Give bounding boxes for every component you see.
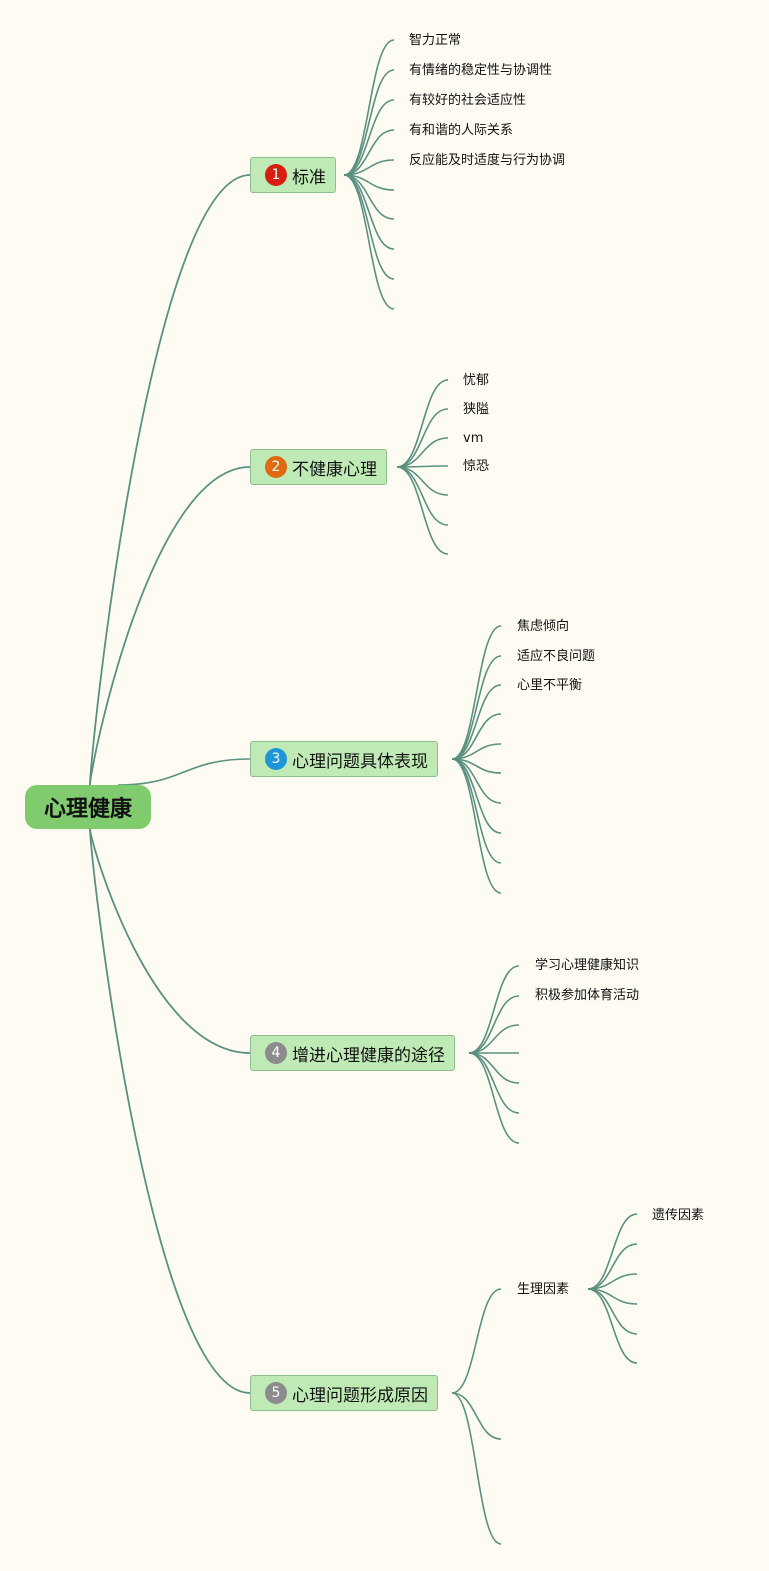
- priority-2-icon: 2: [265, 456, 287, 478]
- branch-topic-label: 标准: [292, 167, 326, 188]
- subtopic-label[interactable]: 有较好的社会适应性: [409, 93, 527, 108]
- subtopic-label[interactable]: 遗传因素: [652, 1208, 705, 1223]
- subtopic-connector: [343, 39, 395, 176]
- subtopic-connector: [451, 713, 502, 760]
- subtopic-label[interactable]: 心里不平衡: [517, 678, 583, 693]
- subtopic-label[interactable]: 狭隘: [463, 402, 490, 417]
- subtopic-label[interactable]: 有情绪的稳定性与协调性: [409, 63, 553, 78]
- branch-topic-causes[interactable]: 5 心理问题形成原因: [250, 1375, 438, 1411]
- subtopic-connector: [587, 1288, 638, 1364]
- subtopic-connector: [451, 655, 502, 760]
- priority-5-icon: 5: [265, 1382, 287, 1404]
- subtopic-connector: [451, 1392, 502, 1440]
- subtopic-connector: [396, 437, 449, 468]
- branch-topic-label: 不健康心理: [292, 459, 377, 480]
- subtopic-connector: [451, 684, 502, 760]
- root-connector: [89, 828, 251, 1394]
- subtopic-label[interactable]: 忧郁: [463, 373, 490, 388]
- subtopic-connector: [451, 625, 502, 760]
- subtopic-connector: [451, 1392, 502, 1545]
- root-connector: [117, 758, 251, 786]
- subtopic-connector: [343, 174, 395, 310]
- subtopic-connector: [451, 758, 502, 894]
- subtopic-connector: [468, 995, 520, 1054]
- root-topic[interactable]: 心理健康: [25, 785, 151, 829]
- root-connector: [89, 466, 251, 786]
- subtopic-connector: [587, 1213, 638, 1290]
- subtopic-connector: [343, 69, 395, 176]
- subtopic-connector: [343, 174, 395, 280]
- subtopic-connector: [468, 1052, 520, 1114]
- priority-3-icon: 3: [265, 748, 287, 770]
- subtopic-connector: [396, 466, 449, 555]
- subtopic-label[interactable]: 积极参加体育活动: [535, 988, 640, 1003]
- subtopic-label[interactable]: 生理因素: [517, 1282, 570, 1297]
- root-topic-label: 心理健康: [43, 797, 132, 822]
- subtopic-connector: [343, 129, 395, 176]
- subtopic-connector: [396, 466, 449, 526]
- subtopic-connector: [587, 1243, 638, 1290]
- branch-topic-label: 心理问题具体表现: [292, 751, 428, 772]
- subtopic-label[interactable]: 焦虑倾向: [517, 619, 570, 634]
- subtopic-connector: [468, 1052, 520, 1144]
- subtopic-connector: [468, 1024, 520, 1054]
- root-connector: [89, 174, 251, 786]
- subtopic-label[interactable]: 惊恐: [463, 459, 490, 474]
- subtopic-label[interactable]: 适应不良问题: [517, 649, 596, 664]
- subtopic-label[interactable]: 有和谐的人际关系: [409, 123, 514, 138]
- priority-4-icon: 4: [265, 1042, 287, 1064]
- branch-topic-unhealthy-mind[interactable]: 2 不健康心理: [250, 449, 387, 485]
- subtopic-connector: [451, 758, 502, 864]
- subtopic-connector: [343, 99, 395, 176]
- root-connector: [89, 828, 251, 1054]
- branch-topic-symptoms[interactable]: 3 心理问题具体表现: [250, 741, 438, 777]
- branch-topic-standards[interactable]: 1 标准: [250, 157, 336, 193]
- subtopic-connector: [468, 1052, 520, 1084]
- subtopic-connector: [396, 408, 449, 468]
- subtopic-label[interactable]: vm: [463, 431, 484, 446]
- branch-topic-label: 增进心理健康的途径: [292, 1045, 445, 1066]
- subtopic-connector: [396, 379, 449, 468]
- priority-1-icon: 1: [265, 164, 287, 186]
- subtopic-connector: [451, 1288, 502, 1394]
- subtopic-label[interactable]: 反应能及时适度与行为协调: [409, 153, 566, 168]
- subtopic-connector: [468, 965, 520, 1054]
- branch-topic-label: 心理问题形成原因: [292, 1385, 428, 1406]
- subtopic-label[interactable]: 学习心理健康知识: [535, 958, 640, 973]
- branch-topic-improvement-ways[interactable]: 4 增进心理健康的途径: [250, 1035, 455, 1071]
- subtopic-connector: [396, 466, 449, 496]
- subtopic-label[interactable]: 智力正常: [409, 33, 462, 48]
